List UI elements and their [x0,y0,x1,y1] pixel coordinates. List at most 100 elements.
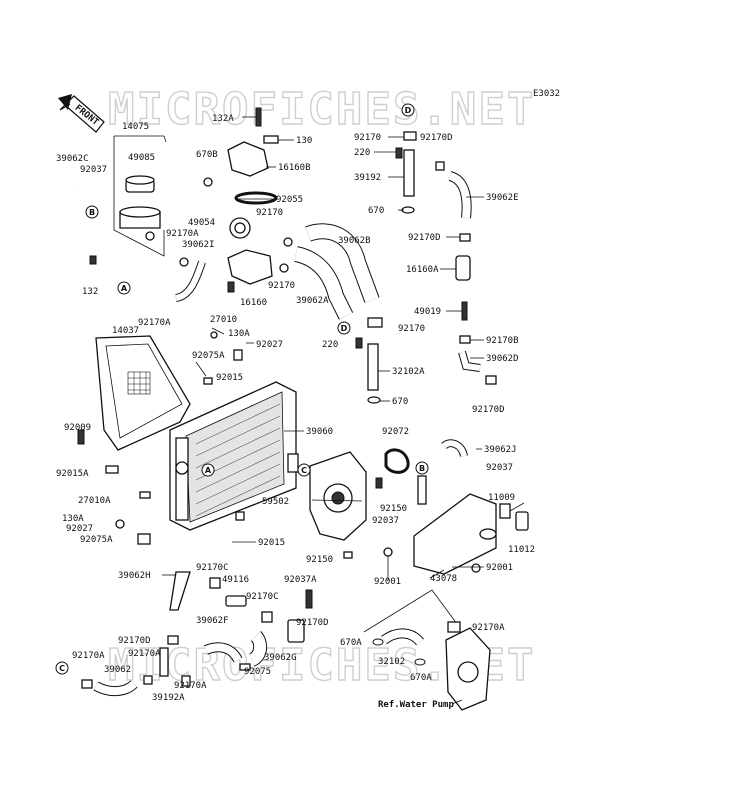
thermostat-cover [227,141,269,177]
part-label: 92170B [486,336,519,346]
part-label: 92055 [276,195,303,205]
svg-text:D: D [341,324,348,333]
part-label: 92027 [66,524,93,534]
part-label: 132A [212,114,234,124]
part-label: 39062J [484,445,517,455]
part-label: 92170A [174,681,207,691]
part-label: 92170A [138,318,171,328]
part-label: 92037 [80,165,107,175]
hoses-39062a-b [294,223,383,328]
part-label: 132 [82,287,98,297]
pump-cover-43078 [413,493,497,575]
part-label: 39062D [486,354,519,364]
part-label: 92170 [354,133,381,143]
bolt-92037a [305,589,313,609]
filler-neck-group [70,135,213,267]
part-label: 92037 [372,516,399,526]
part-label: 39062C [56,154,89,164]
callout-c-1: C [297,463,311,477]
valve-16160a [455,255,471,281]
part-label: 11009 [488,493,515,503]
part-label: 39062B [338,236,371,246]
part-label: 39062F [196,616,229,626]
part-label: 49019 [414,307,441,317]
part-label: 39192 [354,173,381,183]
fitting-49116 [225,595,247,607]
part-label: 49085 [128,153,155,163]
svg-text:A: A [121,284,128,293]
svg-text:B: B [89,208,95,217]
part-label: 39062H [118,571,151,581]
hose-39062f [204,643,242,663]
part-label: 16160A [406,265,439,275]
front-arrow-icon: FRONT [58,94,105,133]
callout-a-1: A [117,281,131,295]
part-label: 92075A [192,351,225,361]
bypass-pipe-group [355,131,497,404]
o-ring-92055 [234,191,278,205]
diagram-code: E3032 [533,89,560,99]
part-label: 92037 [486,463,513,473]
part-label: 220 [354,148,370,158]
bolt-132 [89,255,97,265]
part-label: 92027 [256,340,283,350]
callout-a-2: A [201,463,215,477]
clamp-92072 [384,448,410,474]
callout-b-2: B [415,461,429,475]
callout-d-1: D [337,321,351,335]
part-label: 130 [296,136,312,146]
svg-text:A: A [205,466,212,475]
part-label: 92015 [258,538,285,548]
part-label: 39062I [182,240,215,250]
part-label: 39062 [104,665,131,675]
pipe-670-b [417,475,427,505]
water-pump-reference [363,589,491,711]
part-label: 92170A [128,649,161,659]
part-label: 27010A [78,496,111,506]
part-label: 670B [196,150,218,160]
part-label: 670A [340,638,362,648]
part-label: 92150 [306,555,333,565]
leader-lines [162,116,525,580]
part-label: 92170C [246,592,279,602]
hose-39062e [448,172,471,219]
part-label: 14037 [112,326,139,336]
callout-c-2: C [55,661,69,675]
part-label: 92075A [80,535,113,545]
hose-39062 [94,680,137,695]
svg-text:D: D [405,106,412,115]
part-label: 14075 [122,122,149,132]
part-label: 220 [322,340,338,350]
pipe-32102 [381,629,424,645]
part-label: 92170D [118,636,151,646]
part-label: 92170D [472,405,505,415]
part-label: 49116 [222,575,249,585]
callout-d-2: D [401,103,415,117]
watermark-top: MICROFICHES.NET [108,84,535,135]
bolt-49019 [461,301,468,321]
part-label: 92075 [244,667,271,677]
svg-text:B: B [419,464,425,473]
part-label: 92009 [64,423,91,433]
hose-39062j [441,440,467,457]
part-label: 32102 [378,657,405,667]
hose-39062g [248,631,267,666]
part-label: 11012 [508,545,535,555]
part-label: 92170D [296,618,329,628]
part-label: 92170A [166,229,199,239]
part-label: 16160 [240,298,267,308]
part-label: 670A [410,673,432,683]
pipe-32102a [367,343,379,391]
part-label: 92170D [420,133,453,143]
svg-text:C: C [301,466,307,475]
part-label: 670 [392,397,408,407]
part-label: 92037A [284,575,317,585]
part-label: 130A [228,329,250,339]
part-label: 92072 [382,427,409,437]
sensor-130 [263,135,279,144]
part-label: 39062E [486,193,519,203]
pipe-39192a [159,647,169,677]
water-pump-group [309,439,529,575]
part-label: 32102A [392,367,425,377]
part-label: 130A [62,514,84,524]
